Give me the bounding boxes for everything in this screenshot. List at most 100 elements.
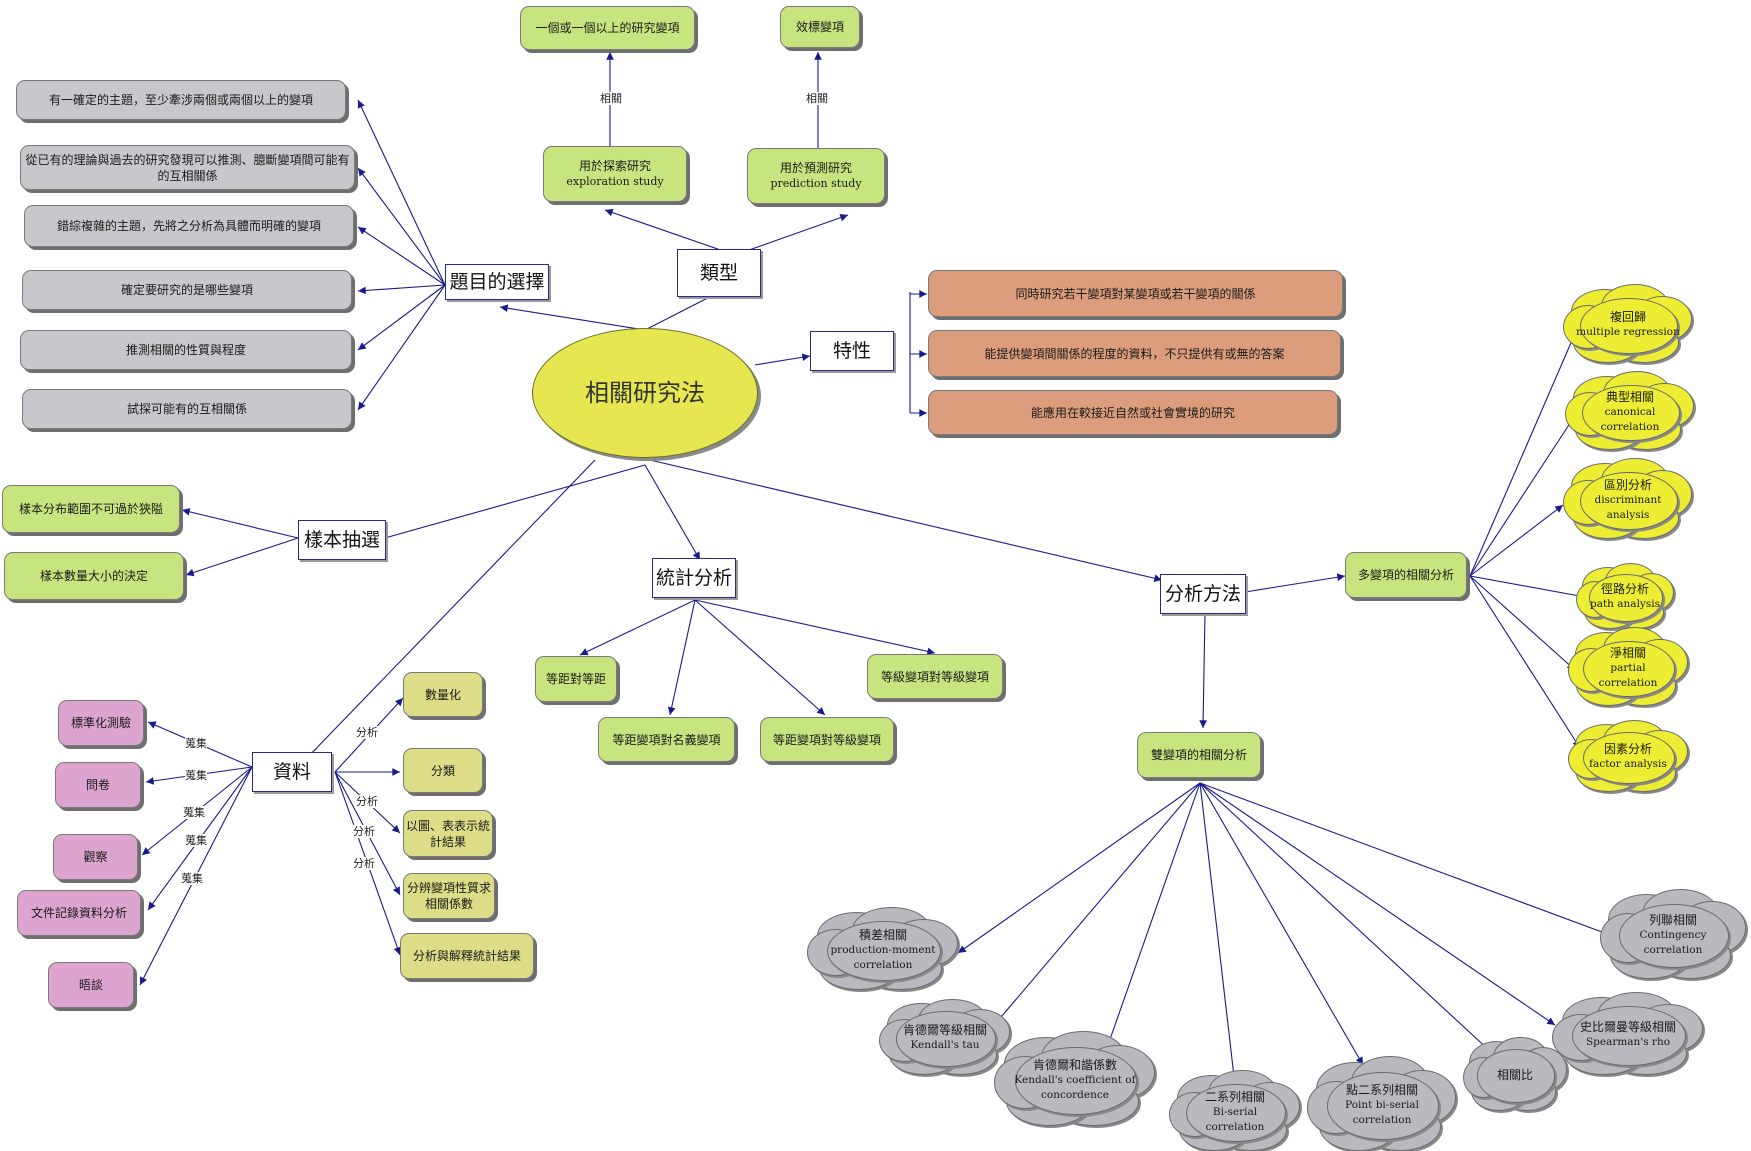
data-source-1-label: 標準化測驗 — [70, 716, 131, 730]
data-output-1-label: 數量化 — [424, 687, 461, 702]
bivariate-cloud-2-label: 肯德爾等級相關 — [902, 1023, 987, 1037]
trait-1[interactable]: 同時研究若干變項對某變項或若干變項的關係 — [928, 270, 1343, 317]
stats-interval-nominal[interactable]: 等距變項對名義變項 — [598, 717, 735, 762]
edge-label-collect: 蒐集 — [185, 769, 207, 782]
bivariate-cloud-2-english-label: Kendall's tau — [910, 1039, 980, 1051]
type-prediction-target[interactable]: 效標變項 — [780, 6, 860, 48]
topic-item-2[interactable]: 從已有的理論與過去的研究發現可以推測、臆斷變項間可能有的互相關係 — [20, 145, 355, 190]
connector-line — [1199, 782, 1238, 1086]
branch-sampling[interactable]: 樣本抽選 — [298, 520, 386, 560]
data-source-4[interactable]: 文件記錄資料分析 — [17, 890, 141, 936]
data-source-1[interactable]: 標準化測驗 — [58, 700, 144, 746]
cloud-fill — [1018, 1049, 1132, 1111]
multivariate-cloud-2-label: 典型相關 — [1605, 389, 1654, 404]
bivariate-cloud-7[interactable]: 史比爾曼等級相關 Spearman's rho — [1552, 992, 1703, 1076]
topic-item-1[interactable]: 有一確定的主題，至少牽涉兩個或兩個以上的變項 — [16, 80, 346, 120]
stats-interval-ordinal-label: 等距變項對等級變項 — [772, 732, 881, 747]
stats-interval-interval[interactable]: 等距對等距 — [535, 656, 617, 702]
connector-line — [181, 508, 299, 539]
trait-1-label: 同時研究若干變項對某變項或若干變項的關係 — [1015, 286, 1256, 301]
method-bivariate[interactable]: 雙變項的相關分析 — [1137, 732, 1261, 778]
branch-methods[interactable]: 分析方法 — [1160, 574, 1246, 614]
data-output-2[interactable]: 分類 — [403, 748, 483, 793]
cloud-fill — [1584, 386, 1676, 438]
data-output-1[interactable]: 數量化 — [403, 672, 483, 717]
branch-sampling-label: 樣本抽選 — [303, 529, 380, 551]
data-output-4[interactable]: 分辨變項性質求相關係數 — [403, 873, 495, 919]
bivariate-cloud-7-label: 史比爾曼等級相關 — [1579, 1020, 1676, 1034]
stats-interval-interval-label: 等距對等距 — [545, 672, 606, 686]
bivariate-cloud-8-label: 列聯相關 — [1648, 912, 1697, 927]
connector-line — [649, 459, 1163, 582]
edge-label-collect: 蒐集 — [185, 834, 207, 847]
topic-item-4[interactable]: 確定要研究的是哪些變項 — [22, 270, 352, 310]
stats-interval-ordinal[interactable]: 等距變項對等級變項 — [760, 717, 894, 762]
connector-line — [357, 167, 446, 286]
multivariate-cloud-5-label: 淨相關 — [1609, 645, 1646, 660]
connector-line — [1199, 782, 1611, 936]
branch-traits[interactable]: 特性 — [810, 331, 894, 371]
connector-line — [579, 599, 696, 656]
data-source-3[interactable]: 觀察 — [53, 834, 138, 880]
bivariate-cloud-4-label: 二系列相關 — [1204, 1089, 1265, 1104]
data-output-4-label: 分辨變項性質求相關係數 — [406, 881, 491, 911]
connector-line — [1469, 575, 1586, 600]
connector-line — [357, 284, 446, 411]
connector-line — [357, 226, 446, 286]
cloud-fill — [1585, 733, 1671, 781]
topic-item-5[interactable]: 推測相關的性質與程度 — [20, 330, 352, 370]
bivariate-cloud-7-english-label: Spearman's rho — [1585, 1036, 1671, 1048]
center-topic[interactable]: 相關研究法 — [532, 328, 758, 458]
connector-line — [1199, 782, 1506, 1066]
connector-line — [1469, 321, 1581, 577]
bivariate-cloud-6-label: 相關比 — [1496, 1067, 1533, 1082]
sampling-item-2[interactable]: 樣本數量大小的決定 — [4, 552, 184, 600]
stats-ordinal-ordinal[interactable]: 等級變項對等級變項 — [867, 654, 1003, 699]
connector-line — [1469, 575, 1581, 749]
topic-item-6[interactable]: 試探可能有的互相關係 — [22, 389, 352, 429]
data-source-5[interactable]: 晤談 — [48, 962, 134, 1008]
branch-topic-selection[interactable]: 題目的選擇 — [445, 264, 549, 300]
connector-line — [1469, 504, 1564, 577]
multivariate-cloud-4-label: 徑路分析 — [1600, 582, 1649, 596]
stats-ordinal-ordinal-label: 等級變項對等級變項 — [880, 669, 989, 684]
trait-2[interactable]: 能提供變項間關係的程度的資料，不只提供有或無的答案 — [928, 330, 1341, 377]
branch-data[interactable]: 資料 — [252, 752, 332, 792]
data-source-2[interactable]: 問卷 — [55, 762, 141, 808]
sampling-item-1-label: 樣本分布範圍不可過於狹隘 — [18, 502, 163, 516]
branch-statistics[interactable]: 統計分析 — [652, 558, 736, 598]
data-source-4-label: 文件記錄資料分析 — [30, 906, 127, 920]
cloud-fill — [1582, 474, 1674, 526]
data-output-5[interactable]: 分析與解釋統計結果 — [400, 933, 534, 979]
sampling-item-2-label: 樣本數量大小的決定 — [39, 569, 148, 583]
connector-line — [1244, 573, 1346, 593]
topic-item-3[interactable]: 錯綜複雜的主題，先將之分析為具體而明確的變項 — [24, 205, 354, 247]
branch-types[interactable]: 類型 — [677, 249, 761, 297]
connector-line — [754, 353, 811, 366]
data-output-3[interactable]: 以圖、表表示統計結果 — [403, 810, 493, 857]
type-exploration-target[interactable]: 一個或一個以上的研究變項 — [520, 6, 695, 50]
method-multivariate[interactable]: 多變項的相關分析 — [1345, 552, 1467, 598]
bivariate-cloud-6[interactable]: 相關比 — [1463, 1036, 1567, 1112]
sampling-item-1[interactable]: 樣本分布範圍不可過於狹隘 — [2, 485, 180, 533]
cloud-fill — [1329, 1074, 1435, 1136]
trait-3[interactable]: 能應用在較接近自然或社會實境的研究 — [928, 390, 1338, 435]
bivariate-cloud-2[interactable]: 肯德爾等級相關 Kendall's tau — [879, 998, 1011, 1076]
